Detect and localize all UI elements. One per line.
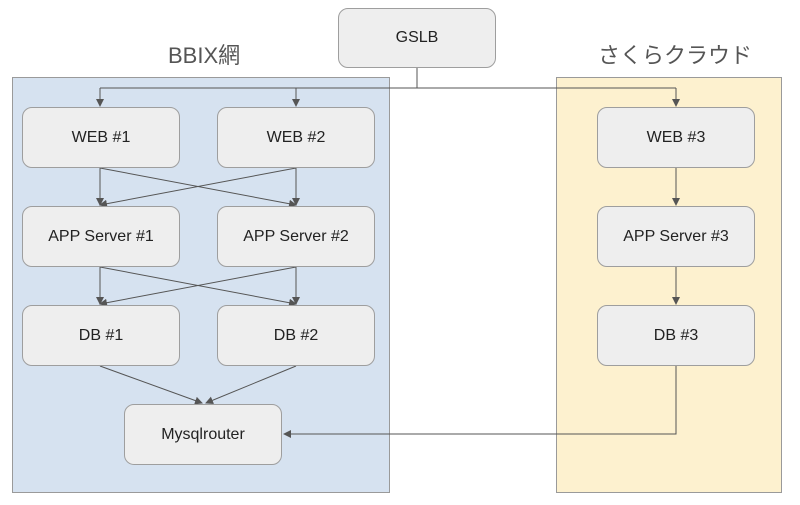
node-mysqlrouter: Mysqlrouter bbox=[124, 404, 282, 465]
edge-db2-mysqlrouter bbox=[205, 365, 297, 405]
edge-db3-mysqlrouter bbox=[283, 366, 677, 438]
node-web-2: WEB #2 bbox=[217, 107, 375, 168]
edge-app2-db1 bbox=[99, 266, 297, 307]
node-db-3: DB #3 bbox=[597, 305, 755, 366]
node-app-server-2: APP Server #2 bbox=[217, 206, 375, 267]
node-db-1: DB #1 bbox=[22, 305, 180, 366]
node-web-3: WEB #3 bbox=[597, 107, 755, 168]
node-app-server-3: APP Server #3 bbox=[597, 206, 755, 267]
region-sakura-label: さくらクラウド bbox=[598, 43, 753, 68]
region-bbix-label: BBIX網 bbox=[168, 43, 241, 68]
node-app-server-1: APP Server #1 bbox=[22, 206, 180, 267]
node-gslb: GSLB bbox=[338, 8, 496, 68]
node-db-2: DB #2 bbox=[217, 305, 375, 366]
node-web-1: WEB #1 bbox=[22, 107, 180, 168]
edge-db1-mysqlrouter bbox=[99, 365, 203, 405]
edge-web2-app1 bbox=[99, 167, 297, 208]
